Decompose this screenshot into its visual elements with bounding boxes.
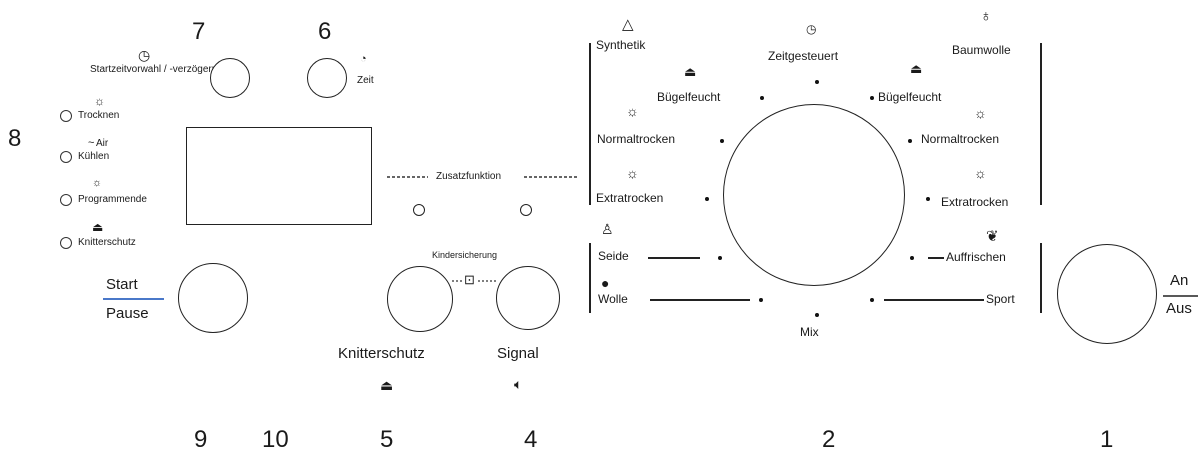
led-kuehlen xyxy=(60,151,72,163)
start-label: Start xyxy=(106,276,138,293)
dress-icon: ♙ xyxy=(601,221,614,237)
dial-label-right-extratrocken: Extratrocken xyxy=(941,195,1009,209)
led-label-programmende: Programmende xyxy=(78,194,147,205)
dial-label-wolle: Wolle xyxy=(598,292,628,306)
lock-icon: ⊡ xyxy=(464,272,475,287)
anti-crease-button[interactable] xyxy=(387,266,453,332)
sun-icon: ☼ xyxy=(626,103,639,119)
extra-function-label: Zusatzfunktion xyxy=(436,171,502,182)
air-label: Air xyxy=(96,138,109,149)
anti-crease-label: Knitterschutz xyxy=(338,345,425,362)
cotton-icon: ♁ xyxy=(980,8,992,25)
dial-label-baumwolle: Baumwolle xyxy=(952,43,1011,57)
wool-icon: ● xyxy=(601,275,610,291)
callout-2: 2 xyxy=(822,426,836,453)
power-button[interactable] xyxy=(1057,244,1157,344)
dial-label-synthetik: Synthetik xyxy=(596,38,646,52)
callout-5: 5 xyxy=(380,426,394,453)
led-trocknen xyxy=(60,110,72,122)
dial-label-right-buegelfeucht: Bügelfeucht xyxy=(878,90,942,104)
iron-icon: ⏏ xyxy=(380,377,394,393)
iron-icon: ⏏ xyxy=(910,61,923,76)
dial-label-seide: Seide xyxy=(598,249,629,263)
callout-10: 10 xyxy=(262,426,289,453)
callout-7: 7 xyxy=(192,18,206,45)
flask-icon: △ xyxy=(622,16,634,33)
time-label: Zeit xyxy=(357,75,374,86)
time-button[interactable] xyxy=(307,58,347,98)
signal-button[interactable] xyxy=(496,266,560,330)
callout-4: 4 xyxy=(524,426,538,453)
dial-label-left-buegelfeucht: Bügelfeucht xyxy=(657,90,721,104)
callout-9: 9 xyxy=(194,426,208,453)
dial-label-zeitgesteuert: Zeitgesteuert xyxy=(768,49,839,63)
start-delay-label: Startzeitvorwahl / -verzögerung xyxy=(90,64,229,75)
program-end-icon: ☼ xyxy=(92,177,103,189)
led-label-kuehlen: Kühlen xyxy=(78,151,110,162)
leaf-icon: ❦ xyxy=(986,228,999,245)
extra-function-led-left xyxy=(413,204,425,216)
dial-label-left-normaltrocken: Normaltrocken xyxy=(597,132,676,146)
power-off-label: Aus xyxy=(1166,300,1192,317)
child-lock-label: Kindersicherung xyxy=(432,250,498,260)
sun-icon: ☼ xyxy=(974,105,987,121)
iron-icon: ⏏ xyxy=(684,64,697,79)
extra-function-led-right xyxy=(520,204,532,216)
clock-icon: ◷ xyxy=(806,22,817,36)
clock-icon: ◔ xyxy=(360,53,367,65)
start-delay-button[interactable] xyxy=(210,58,250,98)
sun-icon: ☼ xyxy=(626,165,639,181)
led-label-trocknen: Trocknen xyxy=(78,110,120,121)
callout-8: 8 xyxy=(8,125,22,152)
led-label-knitterschutz: Knitterschutz xyxy=(78,237,136,248)
air-icon: ~ xyxy=(88,137,95,149)
callout-1: 1 xyxy=(1100,426,1114,453)
speaker-icon: 🔈︎ xyxy=(514,376,523,392)
led-programmende xyxy=(60,194,72,206)
power-on-label: An xyxy=(1170,272,1189,289)
dial-label-auffrischen: Auffrischen xyxy=(946,250,1006,264)
signal-label: Signal xyxy=(497,345,539,362)
dial-label-mix: Mix xyxy=(800,325,819,339)
sun-icon: ☼ xyxy=(974,165,987,181)
dial-label-right-normaltrocken: Normaltrocken xyxy=(921,132,1000,146)
program-dial[interactable] xyxy=(723,104,905,286)
dial-label-left-extratrocken: Extratrocken xyxy=(596,191,664,205)
display-screen xyxy=(186,127,372,225)
pause-label: Pause xyxy=(106,305,149,322)
dial-label-sport: Sport xyxy=(986,292,1015,306)
timer-icon: ◷ xyxy=(138,47,151,63)
start-pause-button[interactable] xyxy=(178,263,248,333)
sun-icon: ☼ xyxy=(94,94,105,108)
led-knitterschutz xyxy=(60,237,72,249)
iron-icon: ⏏ xyxy=(92,220,104,234)
callout-6: 6 xyxy=(318,18,332,45)
